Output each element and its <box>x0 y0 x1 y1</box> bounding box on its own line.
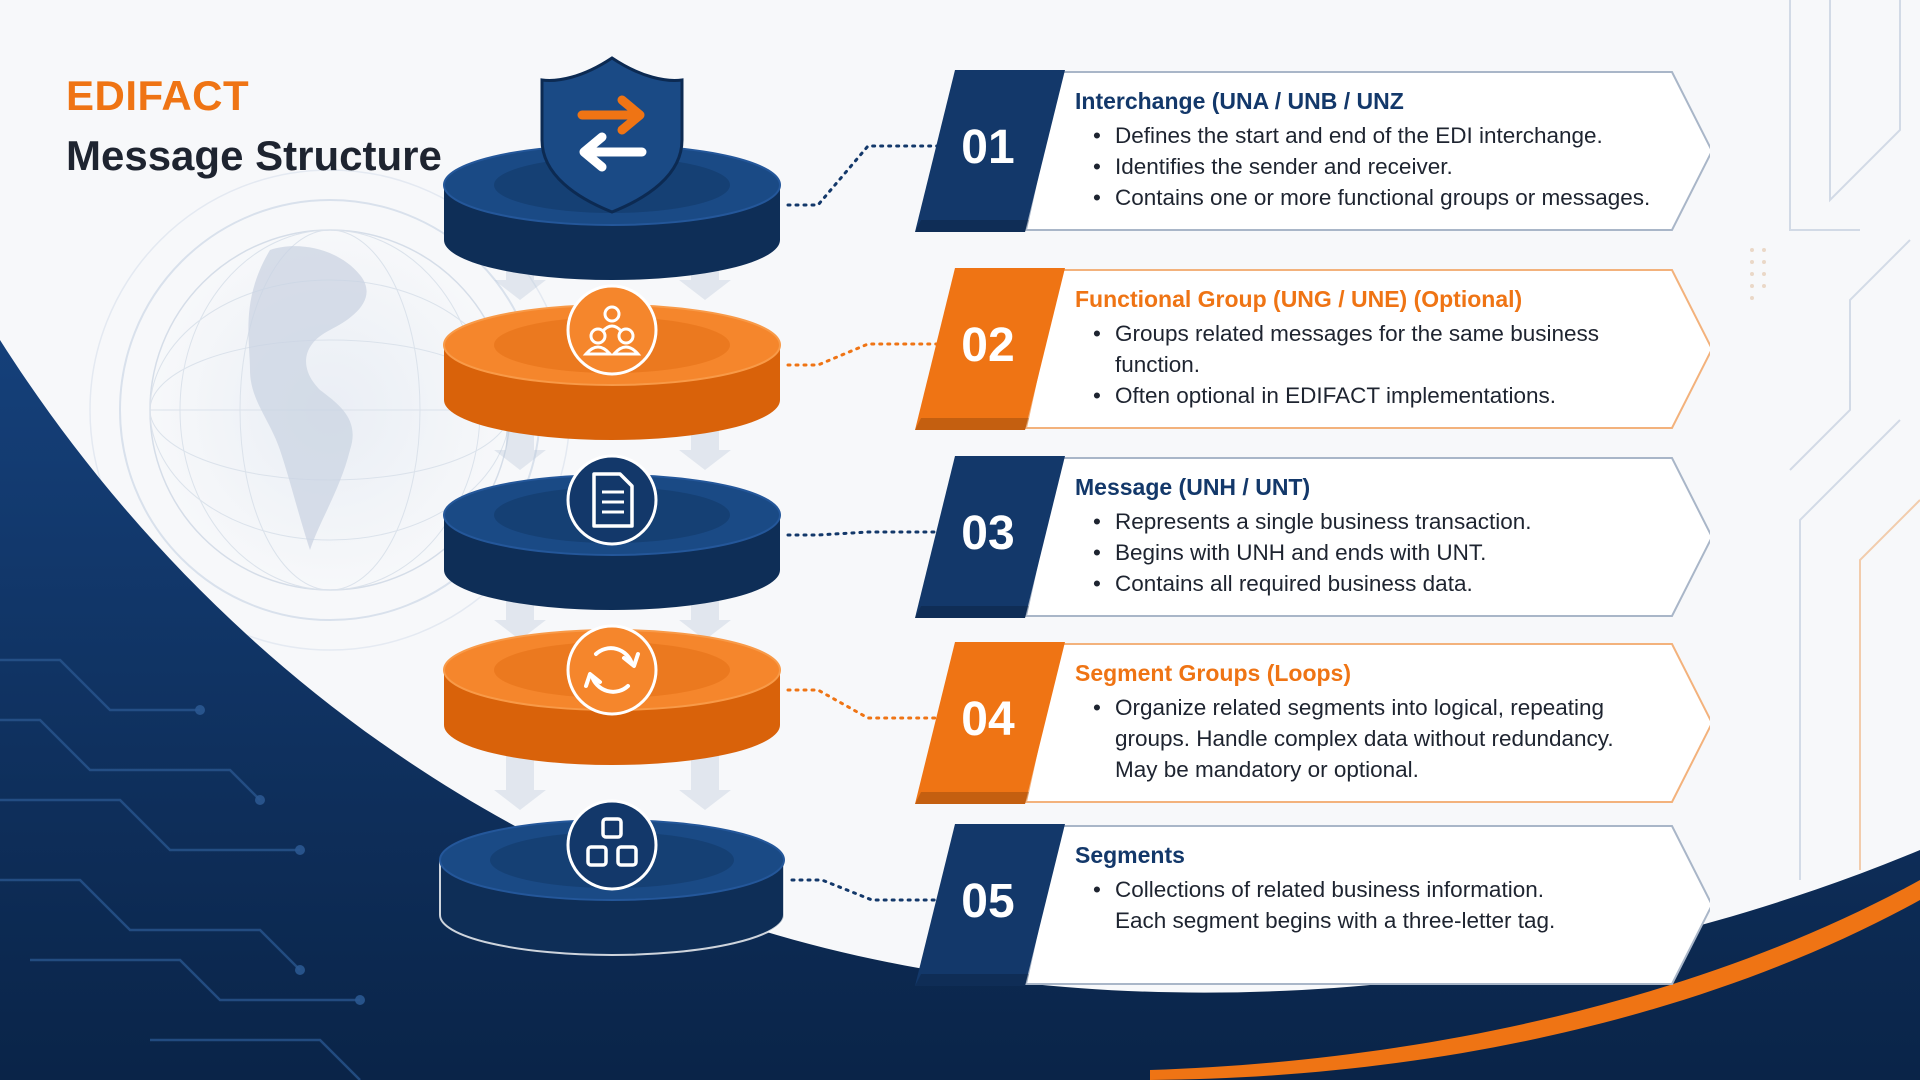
circuit-lines-right <box>1789 0 1911 880</box>
refresh-loop-icon <box>566 624 658 716</box>
step-heading: Segment Groups (Loops) <box>1075 660 1351 686</box>
bullet-text-continued: function. <box>1115 352 1201 377</box>
step-bullet-list: • Organize related segments into logical,… <box>1087 692 1614 785</box>
bullet-dot: • <box>1093 154 1101 179</box>
bullet-item: • Defines the start and end of the EDI in… <box>1087 120 1650 151</box>
step-card-02: Functional Group (UNG / UNE) (Optional) •… <box>1010 268 1710 430</box>
step-number: 05 <box>961 875 1015 928</box>
step-number: 02 <box>961 319 1015 372</box>
bullet-item: • Represents a single business transactio… <box>1087 506 1531 537</box>
connector-03 <box>786 530 947 537</box>
bullet-text-continued: Each segment begins with a three-letter … <box>1115 908 1556 933</box>
connector-05 <box>790 878 947 902</box>
step-bullet-list: • Represents a single business transactio… <box>1087 506 1531 599</box>
bullet-item: • Often optional in EDIFACT implementatio… <box>1087 380 1599 411</box>
step-card-05: Segments • Collections of related business… <box>1010 824 1710 986</box>
bullet-dot: • <box>1093 185 1101 210</box>
step-number-tab-03 <box>915 456 1065 618</box>
bullet-item: • Begins with UNH and ends with UNT. <box>1087 537 1531 568</box>
bullet-text: Represents a single business transaction… <box>1115 509 1532 534</box>
bullet-text-continued: groups. Handle complex data without redu… <box>1115 726 1614 751</box>
circuit-lines-left <box>0 658 361 1080</box>
step-bullet-list: • Defines the start and end of the EDI in… <box>1087 120 1650 213</box>
title-message-structure: Message Structure <box>66 132 442 179</box>
bullet-dot: • <box>1093 571 1101 596</box>
bullet-text: Begins with UNH and ends with UNT. <box>1115 540 1487 565</box>
step-number: 03 <box>961 507 1015 560</box>
connector-04 <box>786 688 947 720</box>
step-bullet-list: • Groups related messages for the same bu… <box>1087 318 1599 411</box>
bullet-item: • Organize related segments into logical,… <box>1087 692 1614 785</box>
bullet-dot: • <box>1093 123 1101 148</box>
connector-02 <box>786 342 947 367</box>
step-number-tab-04 <box>915 642 1065 804</box>
step-bullet-list: • Collections of related business informa… <box>1087 874 1555 936</box>
bullet-item: • Contains one or more functional groups … <box>1087 182 1650 213</box>
bullet-text: Groups related messages for the same bus… <box>1115 321 1599 346</box>
layer-disk-1 <box>443 56 781 280</box>
step-number: 01 <box>961 121 1015 174</box>
step-heading: Segments <box>1075 842 1185 868</box>
blocks-icon <box>566 799 658 891</box>
title-edifact: EDIFACT <box>66 72 250 119</box>
step-number: 04 <box>961 693 1015 746</box>
layer-disk-3 <box>443 454 781 610</box>
bullet-text: Identifies the sender and receiver. <box>1115 154 1453 179</box>
layer-disk-2 <box>443 284 781 440</box>
step-heading: Message (UNH / UNT) <box>1075 474 1311 500</box>
step-card-03: Message (UNH / UNT) • Represents a single … <box>1010 456 1710 618</box>
bullet-item: • Groups related messages for the same bu… <box>1087 318 1599 380</box>
bullet-dot: • <box>1093 695 1101 720</box>
bullet-dot: • <box>1093 383 1101 408</box>
layer-disk-4 <box>443 624 781 765</box>
bullet-dot: • <box>1093 540 1101 565</box>
bullet-text: Collections of related business informat… <box>1115 877 1544 902</box>
document-icon <box>566 454 658 546</box>
bullet-item: • Collections of related business informa… <box>1087 874 1555 936</box>
layer-disk-5 <box>439 799 785 956</box>
bullet-text: Contains one or more functional groups o… <box>1115 185 1651 210</box>
bullet-text: Contains all required business data. <box>1115 571 1473 596</box>
step-number-tab-05 <box>915 824 1065 986</box>
bullet-item: • Contains all required business data. <box>1087 568 1531 599</box>
shield-exchange-icon <box>540 56 684 214</box>
bullet-text: Often optional in EDIFACT implementation… <box>1115 383 1557 408</box>
step-number-tab-01 <box>915 70 1065 232</box>
step-card-01: Interchange (UNA / UNB / UNZ • Defines the… <box>1010 70 1710 232</box>
step-heading: Functional Group (UNG / UNE) (Optional) <box>1075 286 1523 312</box>
bullet-text: Defines the start and end of the EDI int… <box>1115 123 1603 148</box>
bullet-dot: • <box>1093 509 1101 534</box>
globe-graphic <box>89 169 571 651</box>
bullet-dot: • <box>1093 877 1101 902</box>
bullet-text: Organize related segments into logical, … <box>1115 695 1605 720</box>
step-number-tab-02 <box>915 268 1065 430</box>
bullet-dot: • <box>1093 321 1101 346</box>
connector-01 <box>786 144 947 207</box>
users-group-icon <box>566 284 658 376</box>
bullet-item: • Identifies the sender and receiver. <box>1087 151 1650 182</box>
step-heading: Interchange (UNA / UNB / UNZ <box>1075 88 1404 114</box>
bullet-text-continued: May be mandatory or optional. <box>1115 757 1419 782</box>
step-card-04: Segment Groups (Loops) • Organize related … <box>1010 642 1710 804</box>
